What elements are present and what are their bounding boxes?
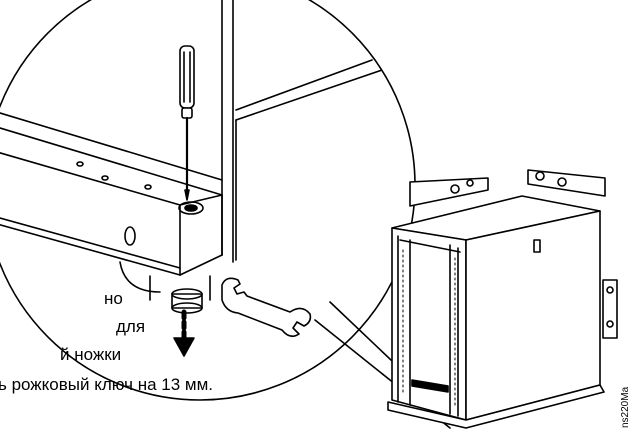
instruction-text-line-3: й ножки xyxy=(60,345,122,364)
figure-code-label: ns220Ma xyxy=(620,386,631,428)
instruction-text-line-1: но xyxy=(104,289,123,308)
instruction-text-line-4: ь рожковый ключ на 13 мм. xyxy=(0,375,214,394)
leveling-foot xyxy=(119,261,211,314)
screwdriver-icon xyxy=(179,45,195,201)
rack-enclosure-icon xyxy=(387,169,618,429)
instruction-text-line-2: для xyxy=(116,317,146,336)
cabinet-bottom-frame xyxy=(0,109,223,276)
open-end-wrench-icon xyxy=(221,277,312,338)
magnified-detail xyxy=(0,0,383,314)
magnifier-circle xyxy=(0,0,416,401)
arrow-down-icon xyxy=(173,309,195,357)
